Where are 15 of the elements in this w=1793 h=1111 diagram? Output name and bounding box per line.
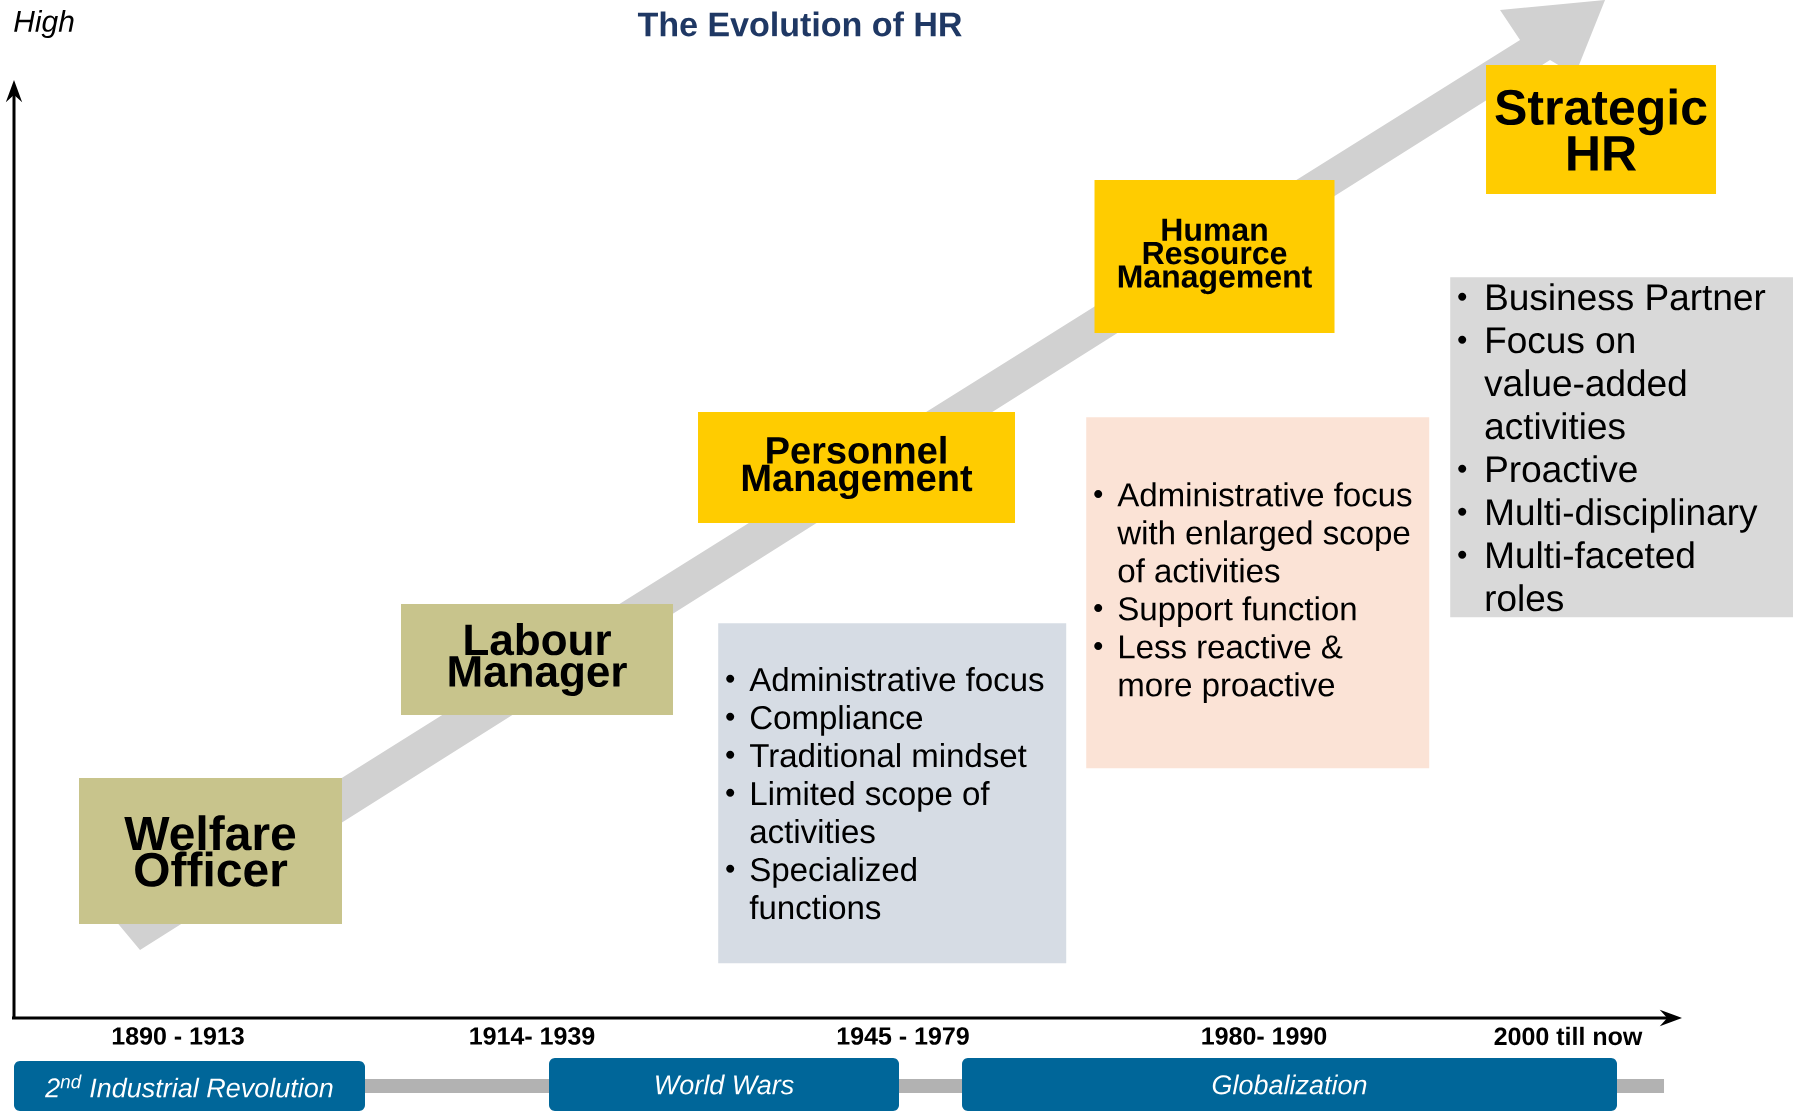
year-label: 1945 - 1979 [837,1027,969,1045]
bullet-list-box: Business Partner Focus on value-added activities Proactive Multi-disciplinary Multi-faceted roles [1450,277,1793,618]
stage-box: Welfare Officer [79,778,342,924]
stage-box: Human Resource Management [1094,180,1335,333]
stage-box: Personnel Management [698,412,1015,523]
bullet-list-box: Administrative focus with enlarged scope of activities Support function Less reactive & more proactive [1086,417,1430,769]
era-band: Globalization [962,1058,1617,1111]
axis-label: High [14,10,74,38]
year-label: 1914- 1939 [470,1027,595,1045]
stage-box: Labour Manager [401,604,673,715]
bullet-list-box: Administrative focus Compliance Traditional mindset Limited scope of activities Specialized functions [718,623,1067,964]
title: The Evolution of HR [637,11,962,37]
stage-box: Strategic HR [1486,65,1716,194]
era-band: 2$^{nd}$ Industrial Revolution [14,1061,365,1111]
era-band: World Wars [549,1058,899,1111]
